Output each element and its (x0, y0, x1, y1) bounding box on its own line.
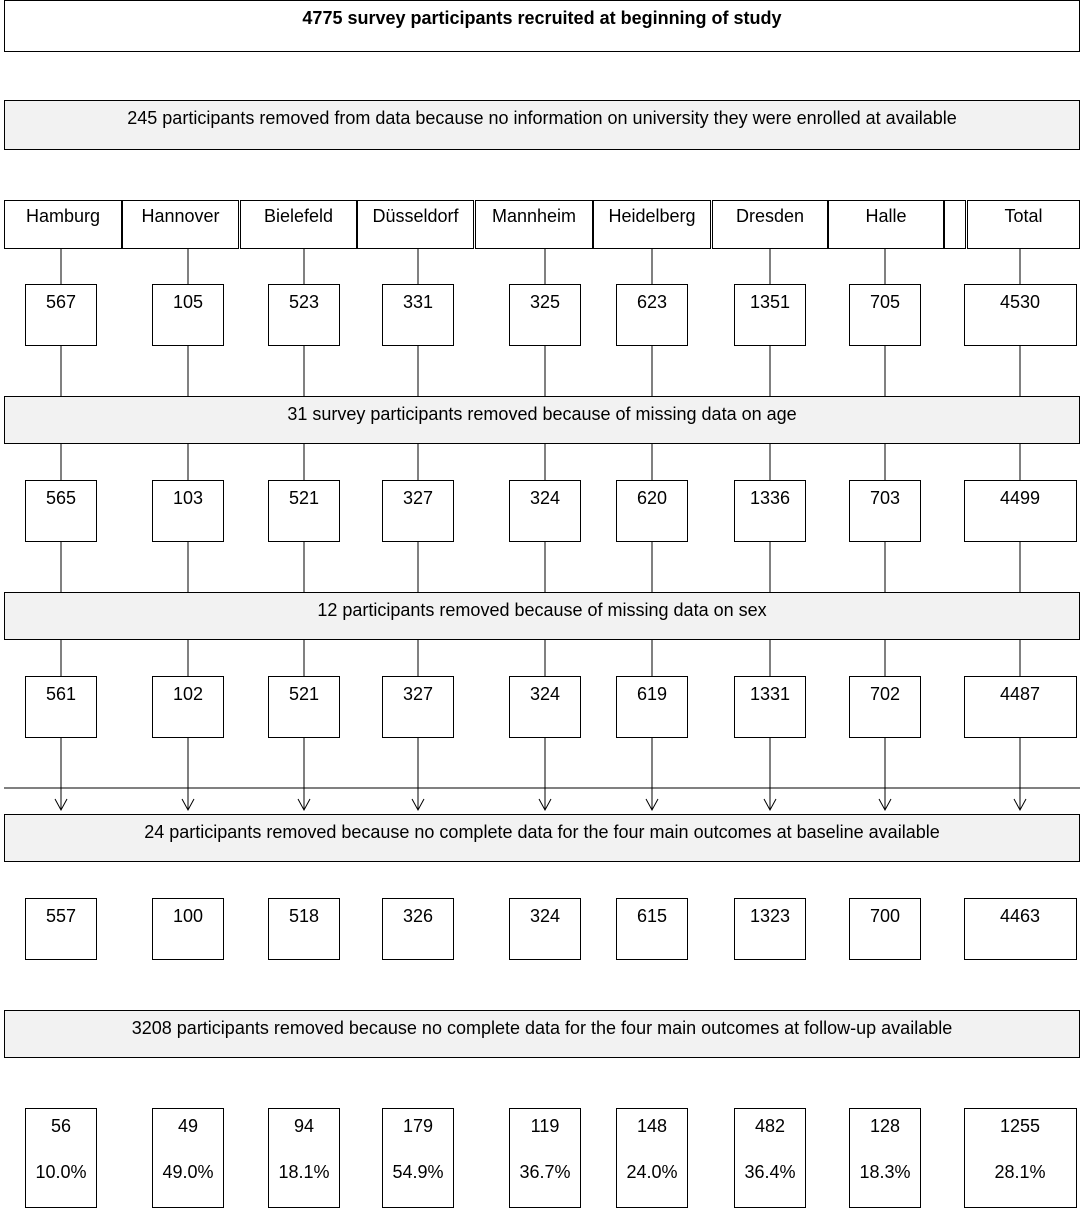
count-box: 326 (382, 898, 454, 960)
final-count-box: 179 54.9% (382, 1108, 454, 1208)
count-box: 1323 (734, 898, 806, 960)
count-box: 103 (152, 480, 224, 542)
count-box: 102 (152, 676, 224, 738)
final-count: 94 (293, 1116, 315, 1136)
count-box: 327 (382, 480, 454, 542)
arrowhead (411, 798, 425, 812)
step-university-removed: 245 participants removed from data becau… (4, 100, 1080, 150)
count-box: 1336 (734, 480, 806, 542)
site-header-cell: Düsseldorf (357, 200, 474, 249)
site-header-cell: Hamburg (4, 200, 122, 249)
arrowhead (54, 798, 68, 812)
arrowhead (297, 798, 311, 812)
final-count-box: 94 18.1% (268, 1108, 340, 1208)
site-header-cell: Heidelberg (593, 200, 711, 249)
final-percentage: 36.7% (519, 1162, 571, 1182)
step-sex-removed: 12 participants removed because of missi… (4, 592, 1080, 640)
count-box: 620 (616, 480, 688, 542)
final-count: 1255 (999, 1116, 1041, 1136)
site-header-cell: Total (967, 200, 1080, 249)
final-count: 49 (177, 1116, 199, 1136)
count-box: 325 (509, 284, 581, 346)
count-box: 4499 (963, 480, 1077, 542)
arrowhead (538, 798, 552, 812)
final-percentage: 36.4% (744, 1162, 796, 1182)
recruited-box: 4775 survey participants recruited at be… (4, 0, 1080, 52)
count-box: 565 (25, 480, 97, 542)
count-box: 623 (616, 284, 688, 346)
site-header-cell (944, 200, 966, 249)
count-box: 4530 (963, 284, 1077, 346)
final-count: 56 (50, 1116, 72, 1136)
final-percentage: 18.3% (859, 1162, 911, 1182)
site-header-cell: Bielefeld (240, 200, 357, 249)
final-percentage: 10.0% (35, 1162, 87, 1182)
final-count-box: 148 24.0% (616, 1108, 688, 1208)
final-percentage: 18.1% (278, 1162, 330, 1182)
final-percentage: 49.0% (162, 1162, 214, 1182)
count-box: 324 (509, 480, 581, 542)
count-box: 4487 (963, 676, 1077, 738)
final-percentage: 54.9% (392, 1162, 444, 1182)
count-box: 324 (509, 676, 581, 738)
count-box: 567 (25, 284, 97, 346)
count-box: 557 (25, 898, 97, 960)
count-box: 615 (616, 898, 688, 960)
count-box: 105 (152, 284, 224, 346)
final-count-box: 482 36.4% (734, 1108, 806, 1208)
count-box: 702 (849, 676, 921, 738)
final-count-box: 128 18.3% (849, 1108, 921, 1208)
arrowhead (645, 798, 659, 812)
count-box: 703 (849, 480, 921, 542)
count-box: 331 (382, 284, 454, 346)
final-count: 128 (869, 1116, 901, 1136)
step-baseline-removed: 24 participants removed because no compl… (4, 814, 1080, 862)
count-box: 561 (25, 676, 97, 738)
count-box: 705 (849, 284, 921, 346)
final-percentage: 24.0% (626, 1162, 678, 1182)
count-box: 521 (268, 480, 340, 542)
site-header-cell: Mannheim (475, 200, 593, 249)
final-count: 148 (636, 1116, 668, 1136)
count-box: 327 (382, 676, 454, 738)
count-box: 1331 (734, 676, 806, 738)
step-age-removed: 31 survey participants removed because o… (4, 396, 1080, 444)
count-box: 523 (268, 284, 340, 346)
final-count: 482 (754, 1116, 786, 1136)
final-count-box: 119 36.7% (509, 1108, 581, 1208)
step-followup-removed: 3208 participants removed because no com… (4, 1010, 1080, 1058)
count-box: 324 (509, 898, 581, 960)
arrowhead (763, 798, 777, 812)
site-header-cell: Halle (828, 200, 944, 249)
arrowhead (1013, 798, 1027, 812)
count-box: 619 (616, 676, 688, 738)
final-count-box: 1255 28.1% (963, 1108, 1077, 1208)
arrowhead (181, 798, 195, 812)
final-count-box: 49 49.0% (152, 1108, 224, 1208)
count-box: 521 (268, 676, 340, 738)
site-header-cell: Hannover (122, 200, 239, 249)
count-box: 4463 (963, 898, 1077, 960)
final-count: 179 (402, 1116, 434, 1136)
count-box: 700 (849, 898, 921, 960)
final-count-box: 56 10.0% (25, 1108, 97, 1208)
final-count: 119 (530, 1116, 560, 1136)
site-header-cell: Dresden (712, 200, 828, 249)
count-box: 1351 (734, 284, 806, 346)
arrowhead (878, 798, 892, 812)
count-box: 100 (152, 898, 224, 960)
final-percentage: 28.1% (994, 1162, 1046, 1182)
count-box: 518 (268, 898, 340, 960)
